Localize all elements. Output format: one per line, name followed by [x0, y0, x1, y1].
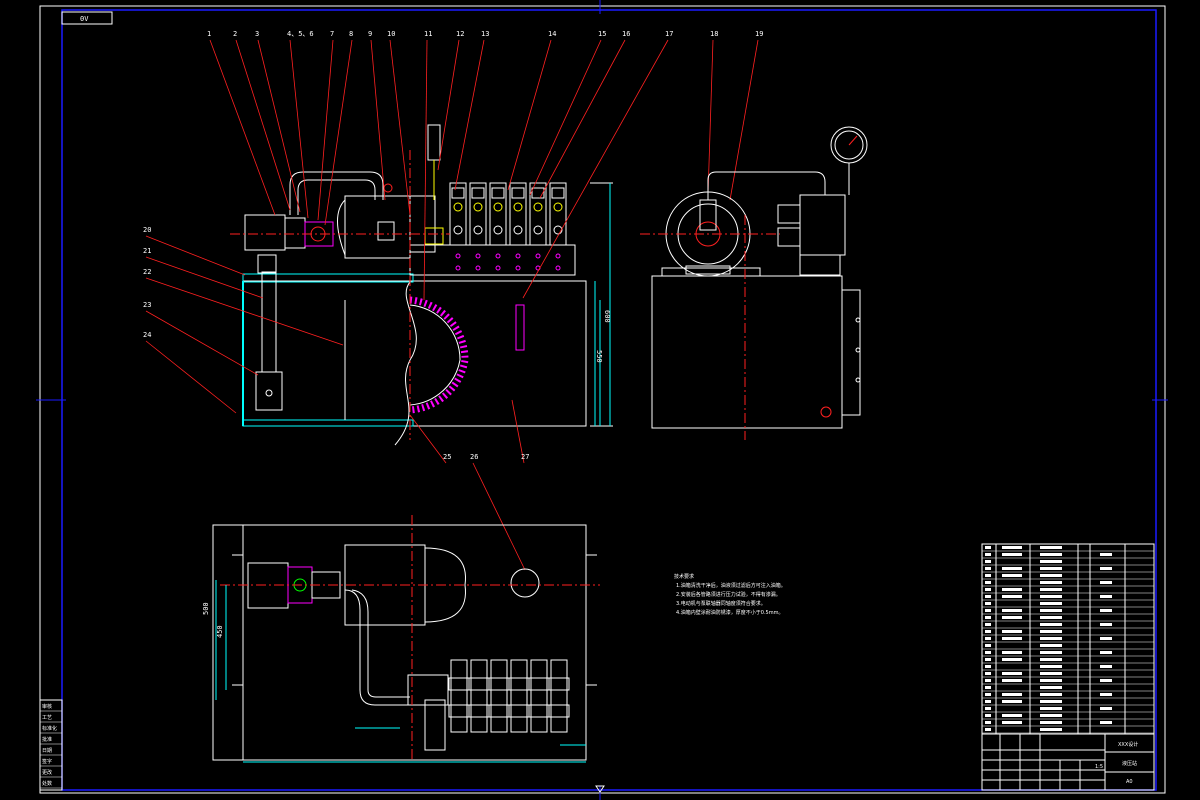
title-block: XXX设计 液压站 1:5 A0 [981, 733, 1155, 791]
part-number-1: 1 [207, 30, 211, 38]
drawing-subname: 液压站 [1122, 760, 1137, 767]
part-number-23: 25 [443, 453, 451, 461]
part-number-13: 15 [598, 30, 606, 38]
left-strip-7: 更改 [42, 769, 52, 776]
dim-2: 550 [595, 350, 603, 363]
part-number-10: 12 [456, 30, 464, 38]
dim-3: 500 [202, 602, 210, 615]
part-number-15: 17 [665, 30, 673, 38]
part-number-3: 3 [255, 30, 259, 38]
parts-list [981, 543, 1155, 735]
leader-lines [145, 39, 759, 571]
part-number-25: 27 [521, 453, 529, 461]
part-number-2: 2 [233, 30, 237, 38]
part-number-24: 26 [470, 453, 478, 461]
left-strip-5: 日期 [42, 748, 52, 754]
part-number-5: 7 [330, 30, 334, 38]
part-number-21: 23 [143, 301, 151, 309]
part-number-22: 24 [143, 331, 151, 339]
left-strip-3: 标准化 [42, 725, 57, 732]
corner-label: 0V [80, 15, 89, 23]
part-number-6: 8 [349, 30, 353, 38]
left-strip-2: 工艺 [42, 715, 52, 721]
tech-note-4: 4.油箱内壁涂耐油防锈漆，厚度不小于0.5mm。 [676, 609, 783, 616]
part-number-18: 20 [143, 226, 151, 234]
drawing-name: XXX设计 [1118, 741, 1138, 748]
part-number-8: 10 [387, 30, 395, 38]
tech-note-3: 3.电动机与泵联轴器同轴度须符合要求。 [676, 600, 766, 607]
technical-notes: 技术要求 1.油箱清洗干净后，油液须过滤后方可注入油箱。 2.安装后各管路须进行… [674, 573, 786, 616]
part-number-17: 19 [755, 30, 763, 38]
level-gauge [515, 304, 525, 351]
suction-filter [255, 371, 283, 411]
pump [244, 214, 286, 251]
drawing-scale: 1:5 [1095, 764, 1103, 770]
left-strip-8: 处数 [42, 780, 52, 787]
part-number-11: 13 [481, 30, 489, 38]
dim-1: 600 [603, 310, 611, 323]
corner-label-box [61, 11, 113, 25]
part-number-4: 4、5、6 [287, 30, 314, 38]
drawing-sheet: A0 [1126, 779, 1133, 785]
tech-note-2: 2.安装后各管路须进行压力试验，不得有渗漏。 [676, 591, 781, 598]
part-number-16: 18 [710, 30, 718, 38]
left-strip-1: 审核 [42, 703, 52, 710]
tech-notes-title: 技术要求 [674, 573, 694, 580]
part-number-14: 16 [622, 30, 630, 38]
part-number-12: 14 [548, 30, 556, 38]
front-view: 600 550 [230, 124, 613, 446]
top-tank [212, 524, 587, 761]
part-number-9: 11 [424, 30, 432, 38]
part-number-19: 21 [143, 247, 151, 255]
left-strip-4: 批准 [42, 736, 52, 743]
cleanout-ring [409, 296, 469, 414]
part-number-20: 22 [143, 268, 151, 276]
tech-note-1: 1.油箱清洗干净后，油液须过滤后方可注入油箱。 [676, 582, 786, 589]
side-tank [651, 275, 843, 429]
left-strip-6: 签字 [42, 758, 52, 765]
side-view [640, 126, 868, 440]
top-view: 500 450 [202, 515, 600, 763]
part-number-7: 9 [368, 30, 372, 38]
dim-4: 450 [216, 625, 224, 638]
